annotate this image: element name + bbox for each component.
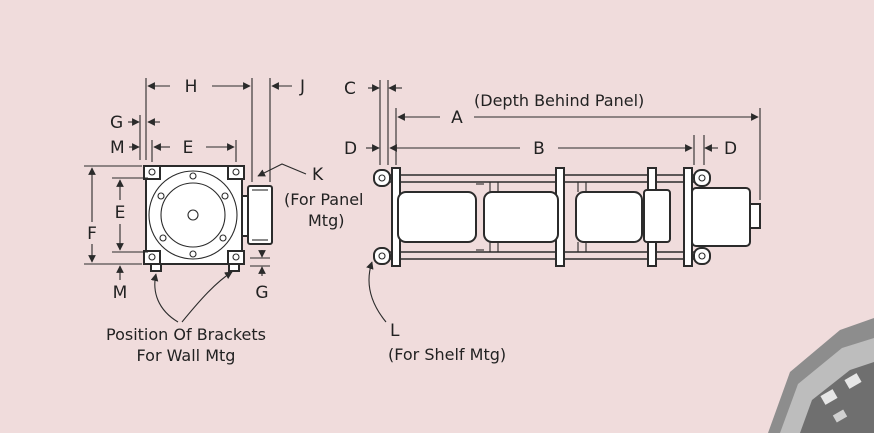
bracket-tab <box>227 165 245 180</box>
front-bolt-hole <box>221 192 229 200</box>
front-dimensions <box>84 78 307 323</box>
frame-post <box>683 167 693 267</box>
label-g-bottom: G <box>255 283 268 303</box>
bracket-tab <box>143 250 161 265</box>
bracket-hole <box>148 253 156 261</box>
label-b: B <box>533 139 545 159</box>
module-cylinder <box>575 191 643 243</box>
label-d-left: D <box>344 139 357 159</box>
label-c: C <box>344 79 356 99</box>
label-a: A <box>451 108 463 128</box>
label-m-bottom: M <box>113 283 128 303</box>
labels: H J G M E K E F M G (For Panel Mtg) Posi… <box>87 77 737 365</box>
label-d-right: D <box>724 139 737 159</box>
front-bolt-hole <box>219 234 227 242</box>
label-for-shelf-mtg: (For Shelf Mtg) <box>388 345 506 364</box>
mount-ear <box>693 169 711 187</box>
front-bolt-hole <box>189 172 197 180</box>
front-inner-circle <box>160 182 226 248</box>
front-bolt-hole <box>189 250 197 258</box>
module-coupler <box>643 189 671 243</box>
motor-shaft-end <box>749 203 761 229</box>
label-brackets-1: Position Of Brackets <box>106 325 266 344</box>
mount-ear <box>373 169 391 187</box>
module-cylinder <box>397 191 477 243</box>
bracket-tab <box>227 250 245 265</box>
label-for-panel-2: Mtg) <box>308 211 344 230</box>
label-e-side: E <box>115 203 126 223</box>
front-bolt-hole <box>157 192 165 200</box>
label-k: K <box>312 165 324 185</box>
label-for-panel-1: (For Panel <box>284 190 364 209</box>
mount-ear <box>373 247 391 265</box>
bracket-tab <box>143 165 161 180</box>
module-cylinder <box>483 191 559 243</box>
label-l: L <box>390 321 400 341</box>
panel-mount-plate <box>247 185 273 245</box>
label-m-top: M <box>110 138 125 158</box>
label-depth-behind-panel: (Depth Behind Panel) <box>474 91 644 110</box>
front-shaft <box>187 209 199 221</box>
mount-ear <box>693 247 711 265</box>
label-brackets-2: For Wall Mtg <box>137 346 236 365</box>
front-housing <box>145 165 243 265</box>
bracket-hole <box>232 168 240 176</box>
label-j: J <box>299 77 305 97</box>
front-flange-circle <box>148 170 238 260</box>
label-e-top: E <box>183 138 194 158</box>
front-bolt-hole <box>159 234 167 242</box>
photo-fragment <box>768 318 874 433</box>
wall-bracket <box>228 263 240 272</box>
label-g-top: G <box>110 113 123 133</box>
side-dimensions <box>366 80 761 323</box>
bracket-hole <box>232 253 240 261</box>
motor-body <box>691 187 751 247</box>
bracket-hole <box>148 168 156 176</box>
label-f: F <box>87 224 97 244</box>
wall-bracket <box>150 263 162 272</box>
side-view <box>373 167 761 267</box>
label-h: H <box>185 77 198 97</box>
front-view <box>143 165 273 272</box>
